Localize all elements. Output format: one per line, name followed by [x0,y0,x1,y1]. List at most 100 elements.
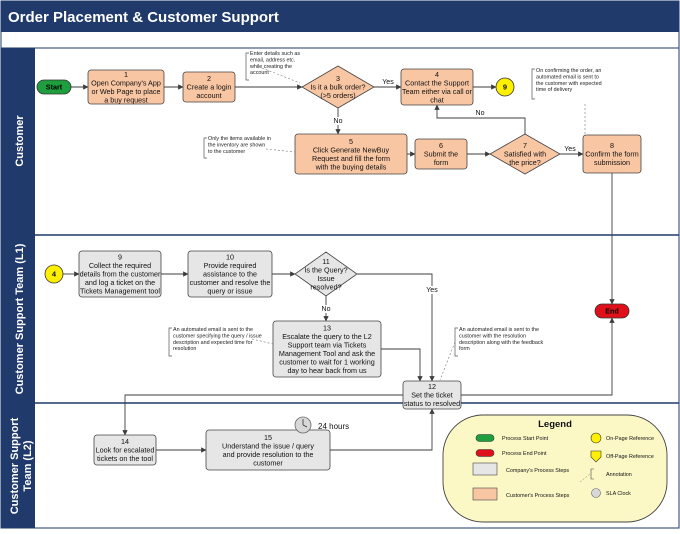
lane-label-customer: Customer [14,115,26,167]
sla-clock: 24 hours [294,416,349,434]
legend-item-customer-box: Customer's Process Steps [472,487,570,501]
on-page-reference [44,264,64,284]
edge-n12-n14 [122,394,403,436]
legend-box [442,414,668,523]
process-box [400,68,474,106]
node-start: Start [36,79,72,95]
process-box [182,71,236,103]
legend-item-sla-clock: SLA Clock [591,488,631,498]
legend-item-company-box: Company's Process Steps [472,462,569,476]
edge-n13-n12 [381,348,423,382]
legend-label: Process Start Point [502,436,549,442]
start-terminal [36,79,72,95]
sla-label: 24 hours [318,422,349,431]
process-box [205,429,331,471]
decision-diamond [301,65,375,109]
node-text: End [605,307,619,316]
end-terminal [594,303,630,319]
edge-label: Yes [382,79,394,86]
legend-label: On-Page Reference [606,436,654,442]
legend-label: Process End Point [502,451,547,457]
process-box [272,320,382,378]
legend-item-end-pill: Process End Point [475,449,547,457]
legend-label: Customer's Process Steps [506,493,570,499]
node-c4: 4 [44,264,64,284]
lane-label-l1: Customer Support Team (L1) [14,243,26,394]
process-box [87,69,165,105]
lane-header-customer [1,48,35,235]
lane-header-l1 [1,235,35,403]
edge-label: Yes [564,146,576,153]
edge-label: No [334,118,343,125]
process-box [78,250,162,298]
node-end: End [594,303,630,319]
process-box [294,133,408,175]
edge-label: Yes [426,287,438,294]
edge-label: No [476,110,485,117]
edge-n15-n12 [330,408,435,451]
lane-label-l2: Customer SupportTeam (L2) [9,417,34,514]
legend-label: Company's Process Steps [506,468,569,474]
decision-diamond [489,133,561,175]
legend-item-start-pill: Process Start Point [475,434,549,442]
process-box [414,138,468,170]
edge-n12-end [461,317,615,396]
page-title: Order Placement & Customer Support [8,9,279,26]
node-text: 4 [52,270,57,279]
process-box [93,434,157,466]
legend-label: Annotation [606,472,632,478]
legend-label: Off-Page Reference [606,454,654,460]
on-page-reference [495,77,515,97]
lane-header-l2 [1,403,35,528]
legend-item-off-page-ref: Off-Page Reference [590,450,654,463]
process-box [582,134,642,174]
edge-n7-n4 [434,104,526,134]
process-box [402,380,462,410]
legend-item-on-page-ref: On-Page Reference [590,432,654,444]
edge-n11-n12 [357,273,435,382]
node-c9: 9 [495,77,515,97]
legend-item-annotation: Annotation [579,468,632,483]
process-box [187,250,273,298]
decision-diamond [294,251,358,297]
node-text: Start [46,83,63,92]
edge-label: No [322,306,331,313]
